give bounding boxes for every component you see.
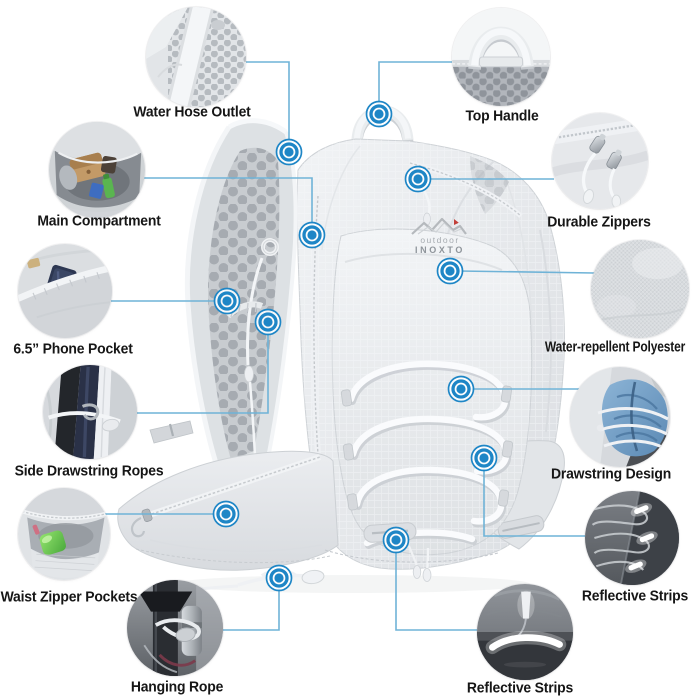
durable-zippers-photo xyxy=(552,113,648,209)
drawstring-design-target-dot xyxy=(447,375,475,403)
mountain-icon xyxy=(411,217,467,235)
reflective-strips-side-connector-line xyxy=(483,466,585,537)
main-compartment-connector-line xyxy=(144,177,313,229)
durable-zippers-label: Durable Zippers xyxy=(547,213,651,231)
phone-pocket-photo xyxy=(18,244,112,338)
side-drawstring-ropes-connector-line xyxy=(137,329,269,414)
drawstring-design-label: Drawstring Design xyxy=(550,465,672,483)
water-hose-outlet-label: Water Hose Outlet xyxy=(133,103,251,121)
water-repellent-polyester-photo xyxy=(591,240,689,338)
water-repellent-polyester-label: Water-repellent Polyester xyxy=(544,338,686,356)
drawstring-design-photo xyxy=(570,367,670,467)
hanging-rope-target-dot xyxy=(265,564,293,592)
brand-logo-line1: outdoor xyxy=(420,235,459,245)
top-handle-target-dot xyxy=(365,100,393,128)
hanging-rope-label: Hanging Rope xyxy=(130,678,224,696)
phone-pocket-label: 6.5” Phone Pocket xyxy=(13,340,133,358)
brand-logo: outdoor INOXTO xyxy=(411,217,467,255)
waist-zipper-pockets-label: Waist Zipper Pockets xyxy=(0,588,138,606)
top-handle-connector-line xyxy=(378,61,452,108)
side-drawstring-ropes-photo xyxy=(43,365,137,459)
durable-zippers-target-dot xyxy=(404,165,432,193)
phone-pocket-target-dot xyxy=(213,287,241,315)
water-repellent-polyester-target-dot xyxy=(436,257,464,285)
flag-icon xyxy=(454,219,459,225)
reflective-strips-bottom-target-dot xyxy=(382,526,410,554)
reflective-strips-side-target-dot xyxy=(470,444,498,472)
main-compartment-target-dot xyxy=(298,221,326,249)
brand-logo-line2: INOXTO xyxy=(415,245,465,255)
water-hose-outlet-photo xyxy=(146,7,246,107)
top-handle-photo xyxy=(452,8,550,106)
side-drawstring-ropes-label: Side Drawstring Ropes xyxy=(14,462,164,480)
hanging-rope-photo xyxy=(127,580,223,676)
side-drawstring-ropes-target-dot xyxy=(254,308,282,336)
water-repellent-polyester-connector-line xyxy=(457,270,595,274)
top-handle-label: Top Handle xyxy=(465,107,539,125)
reflective-strips-side-photo xyxy=(585,491,679,585)
hanging-rope-connector-line xyxy=(223,586,280,631)
waist-zipper-pockets-target-dot xyxy=(212,500,240,528)
reflective-strips-bottom-photo xyxy=(477,584,573,680)
water-hose-outlet-target-dot xyxy=(275,138,303,166)
bungee-anchor-tabs xyxy=(340,385,514,511)
reflective-strips-bottom-connector-line xyxy=(395,548,477,631)
main-compartment-label: Main Compartment xyxy=(37,212,161,230)
main-compartment-photo xyxy=(49,122,145,218)
water-hose-outlet-connector-line xyxy=(246,61,290,146)
reflective-strips-side-label: Reflective Strips xyxy=(581,587,689,605)
waist-zipper-pockets-photo xyxy=(18,488,110,580)
reflective-strips-bottom-label: Reflective Strips xyxy=(466,679,574,697)
